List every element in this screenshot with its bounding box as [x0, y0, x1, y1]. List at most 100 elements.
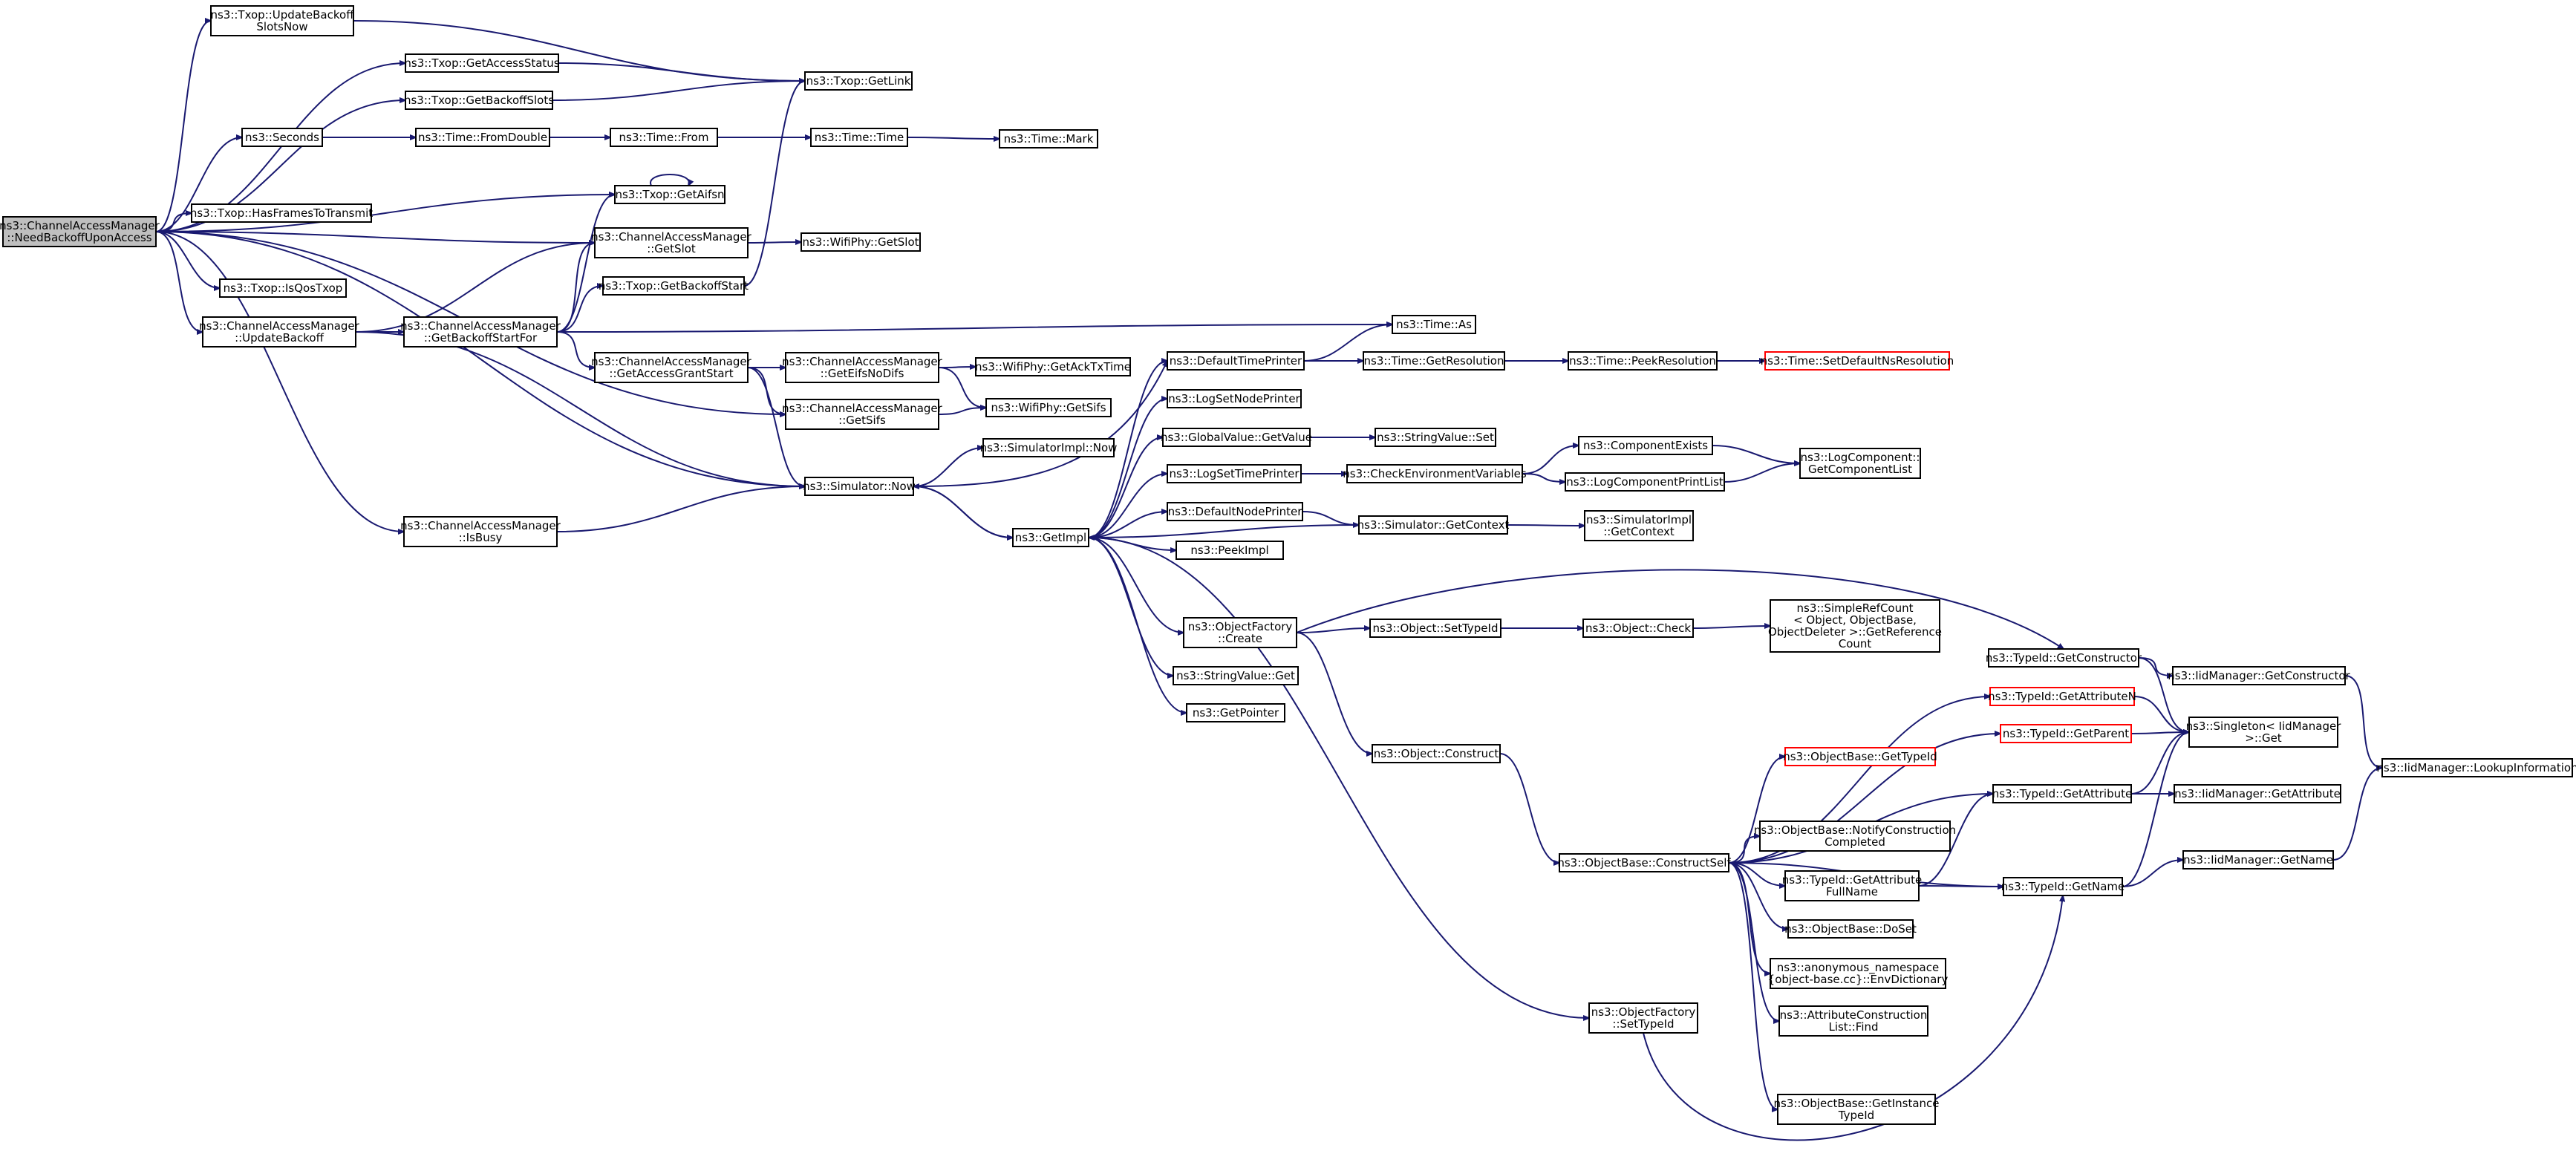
node-default-node-printer[interactable]: ns3::DefaultNodePrinter — [1167, 502, 1303, 521]
node-global-get-value[interactable]: ns3::GlobalValue::GetValue — [1161, 428, 1312, 447]
node-has-frames[interactable]: ns3::Txop::HasFramesToTransmit — [190, 203, 373, 223]
node-get-aifsn[interactable]: ns3::Txop::GetAifsn — [614, 185, 725, 204]
node-get-backoff-start[interactable]: ns3::Txop::GetBackoffStart — [599, 276, 749, 296]
node-box — [2174, 784, 2341, 803]
node-type-get-constructor[interactable]: ns3::TypeId::GetConstructor — [1986, 648, 2142, 668]
node-box — [1392, 315, 1476, 334]
node-is-busy[interactable]: ns3::ChannelAccessManager::IsBusy — [400, 516, 561, 547]
node-seconds[interactable]: ns3::Seconds — [241, 128, 323, 147]
node-iid-lookup[interactable]: ns3::IidManager::LookupInformation — [2376, 758, 2576, 777]
node-check-env[interactable]: ns3::CheckEnvironmentVariables — [1343, 464, 1527, 483]
node-env-dictionary[interactable]: ns3::anonymous_namespace{object-base.cc}… — [1768, 958, 1949, 989]
node-cam-get-sifs[interactable]: ns3::ChannelAccessManager::GetSifs — [782, 399, 943, 430]
node-time-mark[interactable]: ns3::Time::Mark — [999, 129, 1098, 149]
edge-path — [938, 408, 986, 415]
node-iid-get-constructor[interactable]: ns3::IidManager::GetConstructor — [2168, 666, 2351, 685]
node-type-get-parent[interactable]: ns3::TypeId::GetParent — [2000, 724, 2132, 743]
node-of-set-type-id[interactable]: ns3::ObjectFactory::SetTypeId — [1588, 1002, 1698, 1034]
node-label: ns3::ObjectBase::GetInstance — [1774, 1097, 1940, 1110]
node-label: ns3::ChannelAccessManager — [199, 319, 359, 333]
node-sim-now[interactable]: ns3::Simulator::Now — [803, 477, 916, 496]
node-time-as[interactable]: ns3::Time::As — [1392, 315, 1476, 334]
node-label: ns3::Time::FromDouble — [418, 131, 547, 144]
node-log-set-time-printer[interactable]: ns3::LogSetTimePrinter — [1167, 464, 1302, 483]
node-do-set[interactable]: ns3::ObjectBase::DoSet — [1784, 919, 1917, 939]
edge-type-get-name-to-iid-get-name — [2122, 860, 2183, 887]
edge-path — [556, 195, 615, 333]
node-label: ::GetBackoffStartFor — [424, 331, 538, 345]
node-cam-get-slot[interactable]: ns3::ChannelAccessManager::GetSlot — [591, 227, 752, 258]
node-get-component-list[interactable]: ns3::LogComponent::GetComponentList — [1799, 448, 1921, 479]
node-iid-get-name[interactable]: ns3::IidManager::GetName — [2182, 850, 2334, 870]
node-get-link[interactable]: ns3::Txop::GetLink — [804, 71, 913, 91]
node-obj-check[interactable]: ns3::Object::Check — [1582, 619, 1694, 638]
node-time-time[interactable]: ns3::Time::Time — [810, 128, 908, 147]
node-get-ack-tx-time[interactable]: ns3::WifiPhy::GetAckTxTime — [975, 357, 1131, 376]
edge-root-to-is-busy — [155, 231, 404, 532]
node-string-set[interactable]: ns3::StringValue::Set — [1375, 428, 1496, 447]
node-obj-set-type-id[interactable]: ns3::Object::SetTypeId — [1369, 619, 1501, 638]
node-type-get-name[interactable]: ns3::TypeId::GetName — [2001, 877, 2125, 896]
edge-cam-get-slot-to-phy-get-slot — [747, 242, 801, 243]
node-root[interactable]: ns3::ChannelAccessManager::NeedBackoffUp… — [0, 216, 160, 247]
node-iid-get-attribute[interactable]: ns3::IidManager::GetAttribute — [2174, 784, 2341, 803]
node-get-backoff-start-for[interactable]: ns3::ChannelAccessManager::GetBackoffSta… — [400, 316, 561, 348]
node-default-time-printer[interactable]: ns3::DefaultTimePrinter — [1167, 351, 1305, 371]
edge-get-backoff-start-for-to-get-backoff-start — [556, 286, 603, 333]
node-type-get-attribute[interactable]: ns3::TypeId::GetAttribute — [1992, 784, 2132, 803]
node-phy-get-slot[interactable]: ns3::WifiPhy::GetSlot — [800, 232, 921, 252]
node-construct-self[interactable]: ns3::ObjectBase::ConstructSelf — [1557, 853, 1731, 872]
edge-of-create-to-obj-set-type-id — [1296, 628, 1370, 633]
node-component-exists[interactable]: ns3::ComponentExists — [1578, 436, 1713, 455]
node-sim-impl-get-context[interactable]: ns3::SimulatorImpl::GetContext — [1584, 510, 1694, 541]
node-log-set-node-printer[interactable]: ns3::LogSetNodePrinter — [1167, 389, 1302, 408]
edge-path — [1728, 696, 1990, 864]
node-log-component-print-list[interactable]: ns3::LogComponentPrintList — [1565, 472, 1725, 492]
edge-get-impl-to-log-set-node-printer — [1088, 399, 1167, 538]
edge-construct-self-to-notify-construction — [1728, 836, 1760, 864]
node-get-access-status[interactable]: ns3::Txop::GetAccessStatus — [404, 53, 560, 73]
node-obj-construct[interactable]: ns3::Object::Construct — [1372, 744, 1501, 763]
edge-sim-get-context-to-sim-impl-get-context — [1507, 525, 1585, 526]
node-from-double[interactable]: ns3::Time::FromDouble — [415, 128, 550, 147]
node-label: ns3::TypeId::GetParent — [2003, 727, 2129, 740]
edge-obj-construct-to-construct-self — [1499, 753, 1559, 863]
node-of-create[interactable]: ns3::ObjectFactory::Create — [1183, 617, 1297, 648]
node-get-resolution[interactable]: ns3::Time::GetResolution — [1363, 351, 1505, 371]
node-label: ns3::SimpleRefCount — [1797, 601, 1914, 615]
node-label: ns3::ChannelAccessManager — [782, 355, 942, 368]
node-box — [1559, 853, 1729, 872]
node-string-get[interactable]: ns3::StringValue::Get — [1173, 666, 1299, 685]
node-peek-resolution[interactable]: ns3::Time::PeekResolution — [1568, 351, 1718, 371]
node-sim-impl-now[interactable]: ns3::SimulatorImpl::Now — [980, 438, 1118, 457]
node-sim-get-context[interactable]: ns3::Simulator::GetContext — [1357, 515, 1510, 535]
node-set-default-ns-res[interactable]: ns3::Time::SetDefaultNsResolution — [1761, 351, 1954, 371]
node-label: ns3::anonymous_namespace — [1777, 961, 1939, 975]
node-peek-impl[interactable]: ns3::PeekImpl — [1175, 541, 1284, 560]
node-singleton-get[interactable]: ns3::Singleton< IidManager>::Get — [2186, 717, 2342, 748]
node-get-pointer[interactable]: ns3::GetPointer — [1186, 703, 1285, 722]
node-phy-get-sifs[interactable]: ns3::WifiPhy::GetSifs — [985, 398, 1112, 417]
node-notify-construction[interactable]: ns3::ObjectBase::NotifyConstructionCompl… — [1754, 820, 1956, 852]
edge-path — [1728, 862, 1785, 886]
node-get-access-grant-start[interactable]: ns3::ChannelAccessManager::GetAccessGran… — [591, 352, 752, 383]
node-simple-ref-count[interactable]: ns3::SimpleRefCount< Object, ObjectBase,… — [1768, 599, 1942, 653]
node-label: ns3::Time::As — [1396, 318, 1472, 331]
edge-construct-self-to-attr-full-name — [1728, 862, 1785, 886]
node-label: ns3::LogSetNodePrinter — [1168, 392, 1300, 405]
node-label: ns3::Simulator::Now — [803, 480, 916, 493]
node-is-qos-txop[interactable]: ns3::Txop::IsQosTxop — [219, 278, 347, 298]
node-box — [785, 352, 939, 383]
node-get-impl[interactable]: ns3::GetImpl — [1012, 528, 1089, 547]
node-box — [2188, 717, 2338, 748]
node-time-from[interactable]: ns3::Time::From — [610, 128, 718, 147]
node-ob-get-type-id[interactable]: ns3::ObjectBase::GetTypeId — [1783, 747, 1937, 766]
node-get-eifs-no-difs[interactable]: ns3::ChannelAccessManager::GetEifsNoDifs — [782, 352, 943, 383]
node-type-get-attribute-n[interactable]: ns3::TypeId::GetAttributeN — [1988, 687, 2136, 706]
node-get-backoff-slots[interactable]: ns3::Txop::GetBackoffSlots — [404, 91, 554, 110]
node-update-backoff[interactable]: ns3::ChannelAccessManager::UpdateBackoff — [199, 316, 360, 348]
